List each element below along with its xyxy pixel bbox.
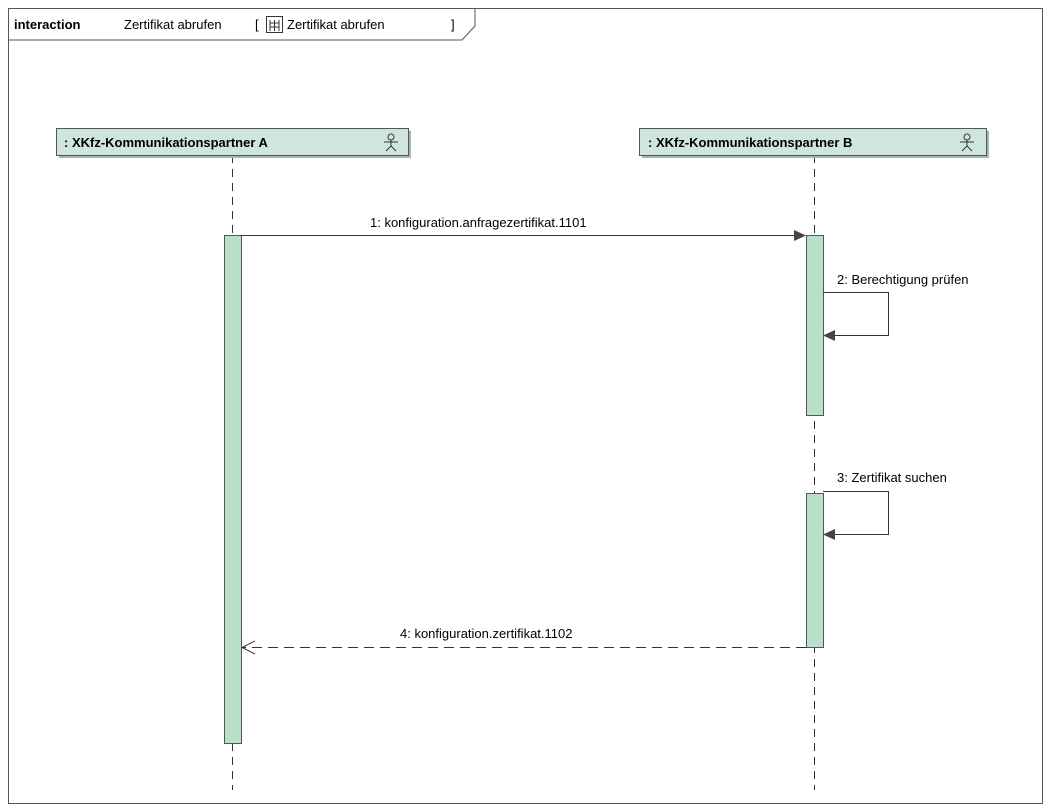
message-1[interactable]: 1: konfiguration.anfragezertifikat.1101	[241, 215, 806, 241]
lifeline-a-title: : XKfz-Kommunikationspartner A	[64, 135, 269, 150]
lifeline-b-head[interactable]	[639, 128, 987, 156]
message-2[interactable]: 2: Berechtigung prüfen	[823, 272, 969, 341]
message-3-label: 3: Zertifikat suchen	[837, 470, 947, 485]
frame-ref-name: Zertifikat abrufen	[287, 17, 385, 32]
actor-icon	[960, 133, 974, 152]
frame-tab	[8, 8, 476, 41]
activation-a	[224, 235, 242, 744]
lifeline-a-head[interactable]	[56, 128, 409, 156]
interaction-diagram-icon	[266, 16, 283, 33]
interaction-frame	[8, 8, 1043, 804]
activation-b-1	[806, 235, 824, 416]
frame-bracket-open: [	[255, 17, 259, 32]
message-3[interactable]: 3: Zertifikat suchen	[823, 470, 947, 540]
message-2-label: 2: Berechtigung prüfen	[837, 272, 969, 287]
message-1-label: 1: konfiguration.anfragezertifikat.1101	[370, 215, 587, 230]
message-4-label: 4: konfiguration.zertifikat.1102	[400, 626, 572, 641]
activation-b-2	[806, 493, 824, 648]
lifeline-b-title: : XKfz-Kommunikationspartner B	[648, 135, 852, 150]
frame-keyword: interaction	[14, 17, 81, 32]
actor-icon	[384, 133, 398, 152]
message-4[interactable]: 4: konfiguration.zertifikat.1102	[240, 626, 806, 655]
frame-name: Zertifikat abrufen	[124, 17, 222, 32]
frame-bracket-close: ]	[451, 17, 455, 32]
